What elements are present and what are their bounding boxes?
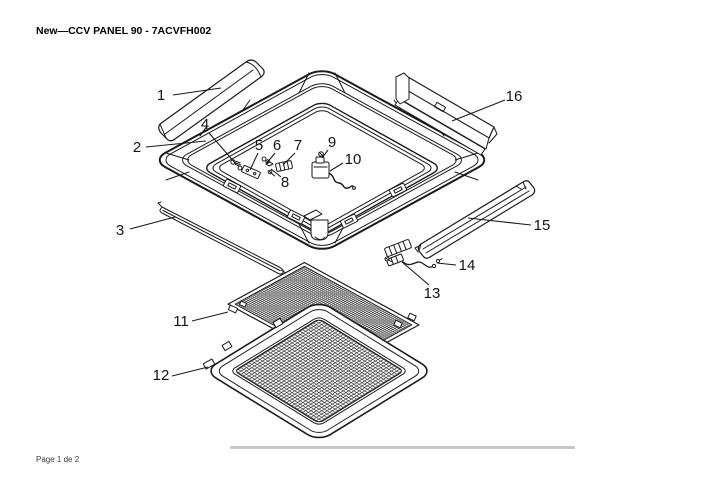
page-indicator: Page 1 de 2 bbox=[36, 455, 80, 464]
part-6-screw-and-nut bbox=[261, 156, 274, 167]
part-15-label: 15 bbox=[534, 217, 551, 234]
part-13-label: 13 bbox=[424, 285, 441, 302]
part-2-leader-line bbox=[145, 140, 207, 148]
part-12-leader-line bbox=[171, 366, 209, 377]
part-4-leader-line bbox=[208, 132, 237, 165]
part-15-side-slat bbox=[414, 180, 536, 259]
panel-band-clips bbox=[222, 178, 408, 229]
part-16-label: 16 bbox=[506, 88, 523, 105]
part-13-motor-assembly bbox=[384, 239, 412, 267]
part-5-leader-line bbox=[249, 152, 259, 171]
part-9-leader-line bbox=[321, 149, 329, 159]
part-7-leader-line bbox=[282, 152, 296, 166]
part-8-label: 8 bbox=[281, 174, 289, 191]
part-5-label: 5 bbox=[255, 137, 263, 154]
part-10-label: 10 bbox=[345, 151, 362, 168]
part-6-leader-line bbox=[265, 152, 276, 165]
part-11-label: 11 bbox=[173, 313, 189, 330]
part-3-label: 3 bbox=[116, 222, 124, 239]
part-8-leader-line bbox=[270, 168, 282, 178]
part-16-leader-line bbox=[451, 99, 506, 122]
part-2-label: 2 bbox=[133, 139, 141, 156]
document-title: New—CCV PANEL 90 - 7ACVFH002 bbox=[36, 25, 212, 37]
part-16-corner-slat bbox=[394, 72, 498, 156]
part-1-leader-line bbox=[172, 87, 222, 96]
part-1-label: 1 bbox=[157, 87, 165, 104]
part-4-label: 4 bbox=[201, 116, 209, 133]
part-7-label: 7 bbox=[294, 137, 302, 154]
part-10-leader-line bbox=[329, 162, 344, 172]
part-number-labels: 1 2 3 4 5 6 7 8 9 10 11 12 13 14 15 16 bbox=[116, 87, 551, 384]
part-12-intake-grille bbox=[202, 300, 433, 441]
part-12-label: 12 bbox=[153, 367, 170, 384]
part-3-leader-line bbox=[129, 216, 176, 230]
divider-line bbox=[230, 446, 575, 449]
part-14-leader-line bbox=[436, 262, 457, 266]
part-7-terminal-block bbox=[275, 160, 293, 172]
leader-lines bbox=[129, 87, 532, 377]
part-9-label: 9 bbox=[328, 134, 336, 151]
panel-corner-motor-housing bbox=[303, 209, 329, 241]
part-13-leader-line bbox=[401, 261, 430, 286]
part-10-vane-motor bbox=[311, 156, 356, 190]
part-3-rod bbox=[157, 201, 287, 275]
part-8-screw bbox=[267, 169, 276, 177]
part-14-label: 14 bbox=[459, 257, 476, 274]
part-14-lead-wire bbox=[402, 258, 443, 269]
part-11-leader-line bbox=[191, 311, 229, 322]
part-1-corner-slat bbox=[158, 59, 265, 142]
part-15-leader-line bbox=[467, 217, 532, 226]
part-6-label: 6 bbox=[273, 137, 281, 154]
